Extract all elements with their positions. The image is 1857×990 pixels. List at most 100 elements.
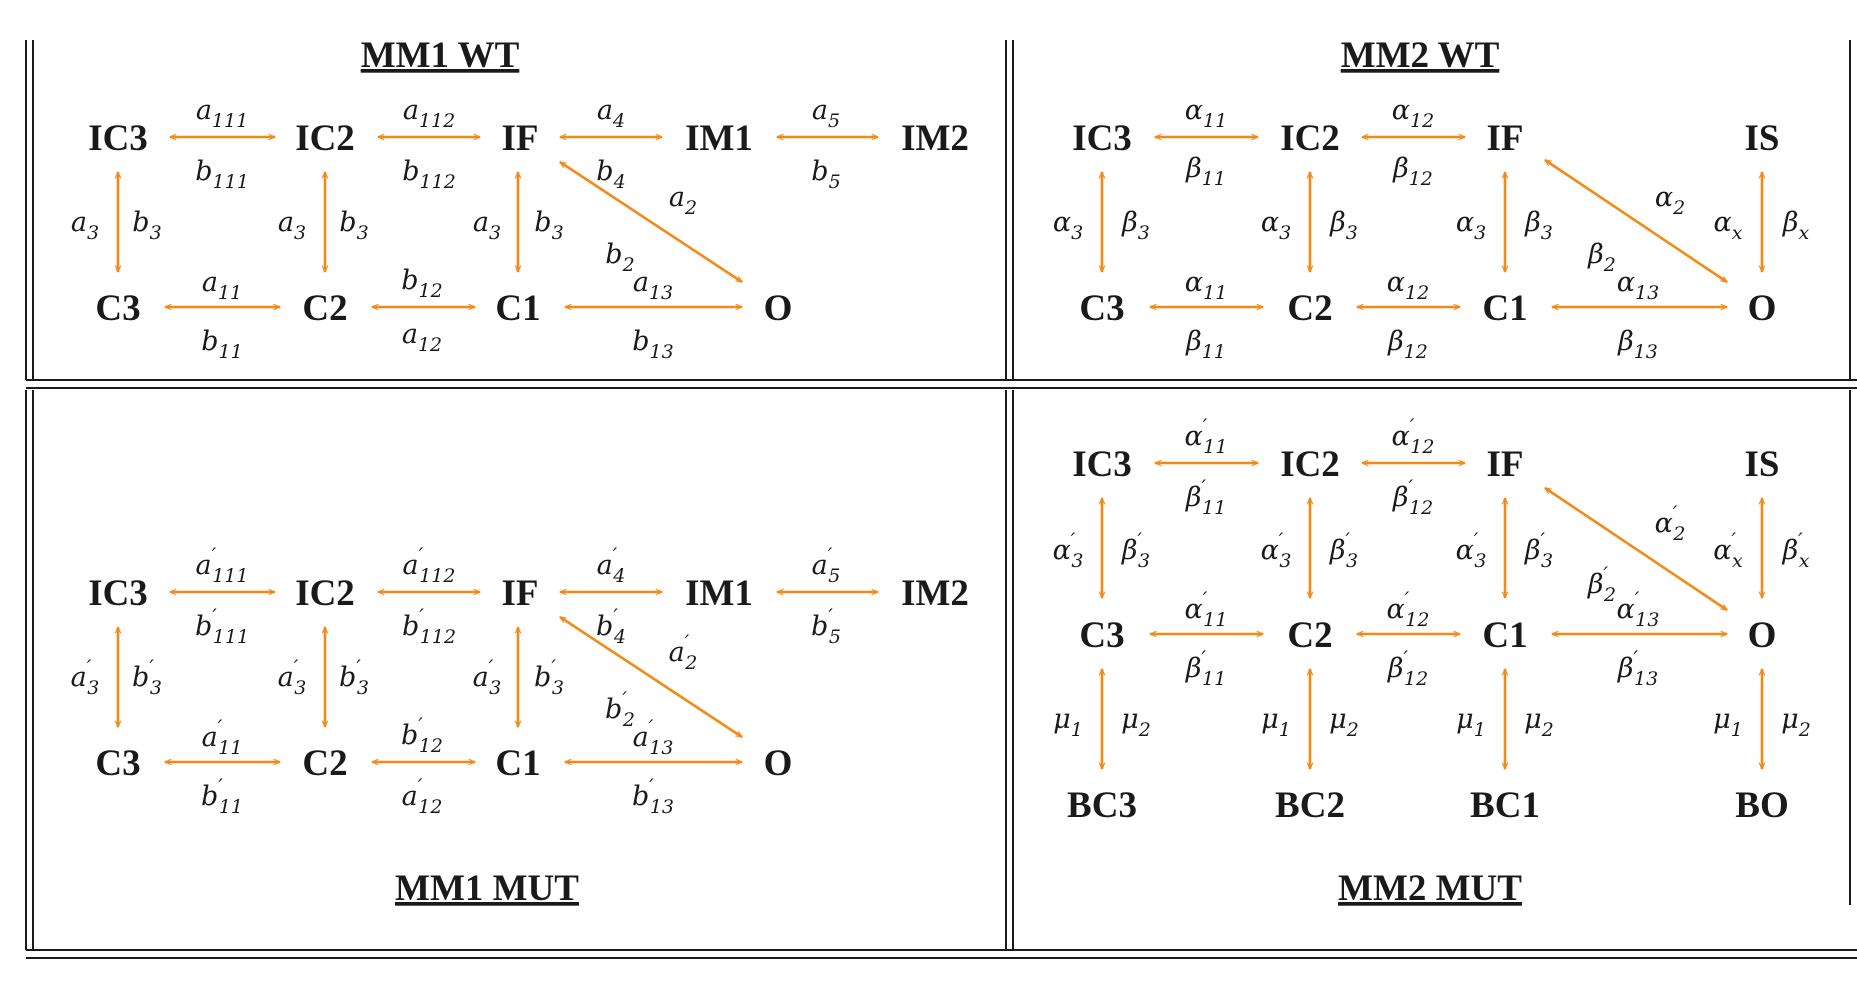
state-node-ic2: IC2 [295, 118, 355, 159]
rate-label: b′4 [596, 604, 626, 648]
panel-title: MM2 WT [1341, 35, 1500, 76]
rate-label: β′12 [1392, 475, 1433, 519]
rate-label: a′4 [597, 543, 626, 587]
state-node-ic2: IC2 [1280, 444, 1340, 485]
rate-label: a5 [812, 95, 840, 132]
state-node-im2: IM2 [901, 573, 969, 614]
state-node-ic3: IC3 [1072, 444, 1132, 485]
panel-title: MM1 MUT [395, 868, 579, 909]
panel-title: MM1 WT [361, 35, 520, 76]
rate-label: α13 [1617, 267, 1659, 304]
rate-label: α3 [1053, 207, 1083, 244]
rate-label: μ1 [1713, 704, 1743, 741]
rate-label: b13 [632, 326, 673, 363]
rate-label: a13 [633, 267, 673, 304]
rate-label: μ2 [1781, 704, 1811, 741]
state-node-im1: IM1 [685, 573, 753, 614]
rate-label: a3 [473, 207, 501, 244]
rate-label: α2 [1655, 182, 1685, 219]
panel-title: MM2 MUT [1338, 868, 1522, 909]
rate-label: β′12 [1387, 646, 1428, 690]
rate-label: b′112 [402, 604, 456, 648]
rate-label: β′3 [1121, 528, 1150, 572]
rate-label: b112 [402, 156, 456, 193]
rate-label: αx [1714, 207, 1743, 244]
rate-label: a11 [202, 267, 242, 304]
state-node-c3: C3 [95, 743, 140, 784]
rate-label: μ1 [1261, 704, 1291, 741]
edge-arrow-if-o [560, 615, 742, 739]
rate-label: b3 [132, 207, 161, 244]
rate-label: b′5 [811, 604, 841, 648]
rate-label: a112 [403, 95, 455, 132]
state-node-c2: C2 [302, 288, 347, 329]
rate-label: β′11 [1185, 475, 1226, 519]
rate-label: a′5 [812, 543, 841, 587]
state-node-c2: C2 [1287, 288, 1332, 329]
rate-label: α11 [1185, 267, 1227, 304]
state-node-if: IF [502, 118, 539, 159]
state-node-c3: C3 [1079, 615, 1124, 656]
state-node-c1: C1 [1482, 615, 1527, 656]
rate-label: a12 [402, 319, 442, 356]
rate-label: b′3 [132, 655, 162, 699]
rate-label: b′13 [632, 774, 674, 818]
state-node-im2: IM2 [901, 118, 969, 159]
state-node-is: IS [1745, 118, 1780, 159]
rate-label: α3 [1261, 207, 1291, 244]
rate-label: a′111 [196, 543, 249, 587]
rate-label: b′12 [401, 713, 443, 757]
state-node-bc3: BC3 [1067, 785, 1137, 826]
state-node-o: O [764, 288, 793, 329]
state-node-bc2: BC2 [1275, 785, 1345, 826]
rate-label: α′13 [1617, 587, 1660, 631]
state-node-im1: IM1 [685, 118, 753, 159]
edge-arrow-if-o [560, 160, 742, 284]
state-node-bo: BO [1735, 785, 1788, 826]
rate-label: b12 [401, 265, 442, 302]
rate-label: β11 [1185, 326, 1226, 363]
rate-label: β12 [1392, 153, 1433, 190]
state-node-c1: C1 [495, 288, 540, 329]
state-node-c2: C2 [302, 743, 347, 784]
rate-label: b′3 [534, 655, 564, 699]
rate-label: α′11 [1185, 414, 1228, 458]
state-node-c3: C3 [95, 288, 140, 329]
state-node-ic2: IC2 [295, 573, 355, 614]
state-node-ic3: IC3 [1072, 118, 1132, 159]
rate-label: a3 [278, 207, 306, 244]
rate-label: a′3 [71, 655, 100, 699]
rate-label: β′3 [1329, 528, 1358, 572]
rate-label: β′13 [1617, 646, 1658, 690]
rate-label: a′12 [402, 774, 443, 818]
rate-label: μ1 [1053, 704, 1083, 741]
state-node-if: IF [502, 573, 539, 614]
state-node-ic3: IC3 [88, 118, 148, 159]
rate-label: β13 [1617, 326, 1658, 363]
rate-label: a′13 [633, 715, 674, 759]
rate-label: b11 [201, 326, 242, 363]
rate-label: α12 [1387, 267, 1429, 304]
state-node-o: O [1748, 615, 1777, 656]
rate-label: a′3 [473, 655, 502, 699]
rate-label: α′3 [1053, 528, 1084, 572]
rate-label: β12 [1387, 326, 1428, 363]
rate-label: β′2 [1587, 562, 1616, 606]
rate-label: βx [1782, 207, 1810, 244]
rate-label: a′3 [278, 655, 307, 699]
rate-label: b111 [195, 156, 249, 193]
state-node-o: O [1748, 288, 1777, 329]
edge-arrow-if-o [1545, 486, 1727, 612]
state-node-o: O [764, 743, 793, 784]
rate-label: β3 [1121, 207, 1150, 244]
rate-label: b′2 [605, 687, 635, 731]
rate-label: β3 [1524, 207, 1553, 244]
rate-label: a4 [597, 95, 625, 132]
rate-label: a111 [196, 95, 248, 132]
rate-label: a′112 [403, 543, 456, 587]
rate-label: μ2 [1121, 704, 1151, 741]
rate-label: β′x [1782, 528, 1810, 572]
